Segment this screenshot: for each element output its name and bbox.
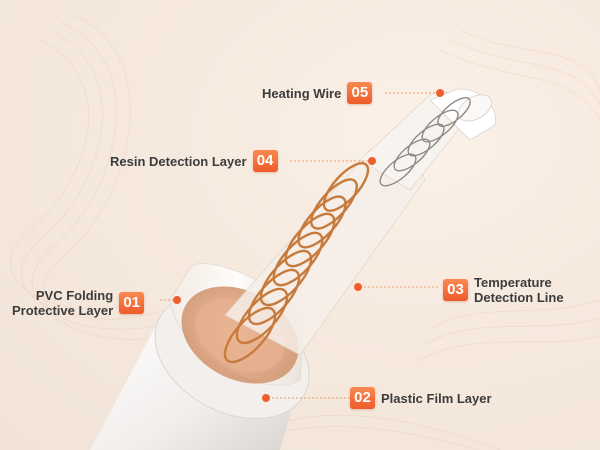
callout-number-badge: 04 bbox=[252, 150, 278, 172]
callout-label-line-2: Protective Layer bbox=[12, 303, 114, 318]
marker-dot-temperature-line bbox=[354, 283, 362, 291]
callout-label-line-2: Detection Line bbox=[474, 290, 564, 305]
marker-dots bbox=[173, 89, 444, 402]
copper-coil bbox=[223, 162, 370, 364]
marker-dot-heating-wire bbox=[436, 89, 444, 97]
callout-label: Temperature Detection Line bbox=[474, 275, 564, 305]
marker-dot-film-layer bbox=[262, 394, 270, 402]
callout-pvc-folding-protective-layer: PVC Folding Protective Layer 01 bbox=[12, 288, 145, 318]
callout-heating-wire: Heating Wire 05 bbox=[262, 82, 373, 104]
callout-plastic-film-layer: 02 Plastic Film Layer bbox=[350, 387, 492, 409]
callout-label-line-1: Temperature bbox=[474, 275, 552, 290]
callout-number-badge: 02 bbox=[350, 387, 375, 409]
callout-label: Resin Detection Layer bbox=[110, 153, 247, 169]
marker-dot-pvc-layer bbox=[173, 296, 181, 304]
callout-resin-detection-layer: Resin Detection Layer 04 bbox=[110, 150, 278, 172]
inner-core bbox=[224, 88, 496, 356]
callout-label: PVC Folding Protective Layer bbox=[12, 288, 113, 318]
leader-lines bbox=[160, 92, 440, 399]
silver-spring bbox=[379, 97, 471, 187]
marker-dot-resin-layer bbox=[368, 157, 376, 165]
callout-label: Heating Wire bbox=[262, 85, 342, 101]
callout-label-line-1: PVC Folding bbox=[35, 288, 114, 303]
callout-temperature-detection-line: 03 Temperature Detection Line bbox=[443, 275, 564, 305]
callout-number-badge: 05 bbox=[347, 82, 373, 104]
callout-number-badge: 01 bbox=[119, 292, 145, 314]
callout-label: Plastic Film Layer bbox=[381, 390, 492, 406]
callout-number-badge: 03 bbox=[443, 279, 468, 301]
